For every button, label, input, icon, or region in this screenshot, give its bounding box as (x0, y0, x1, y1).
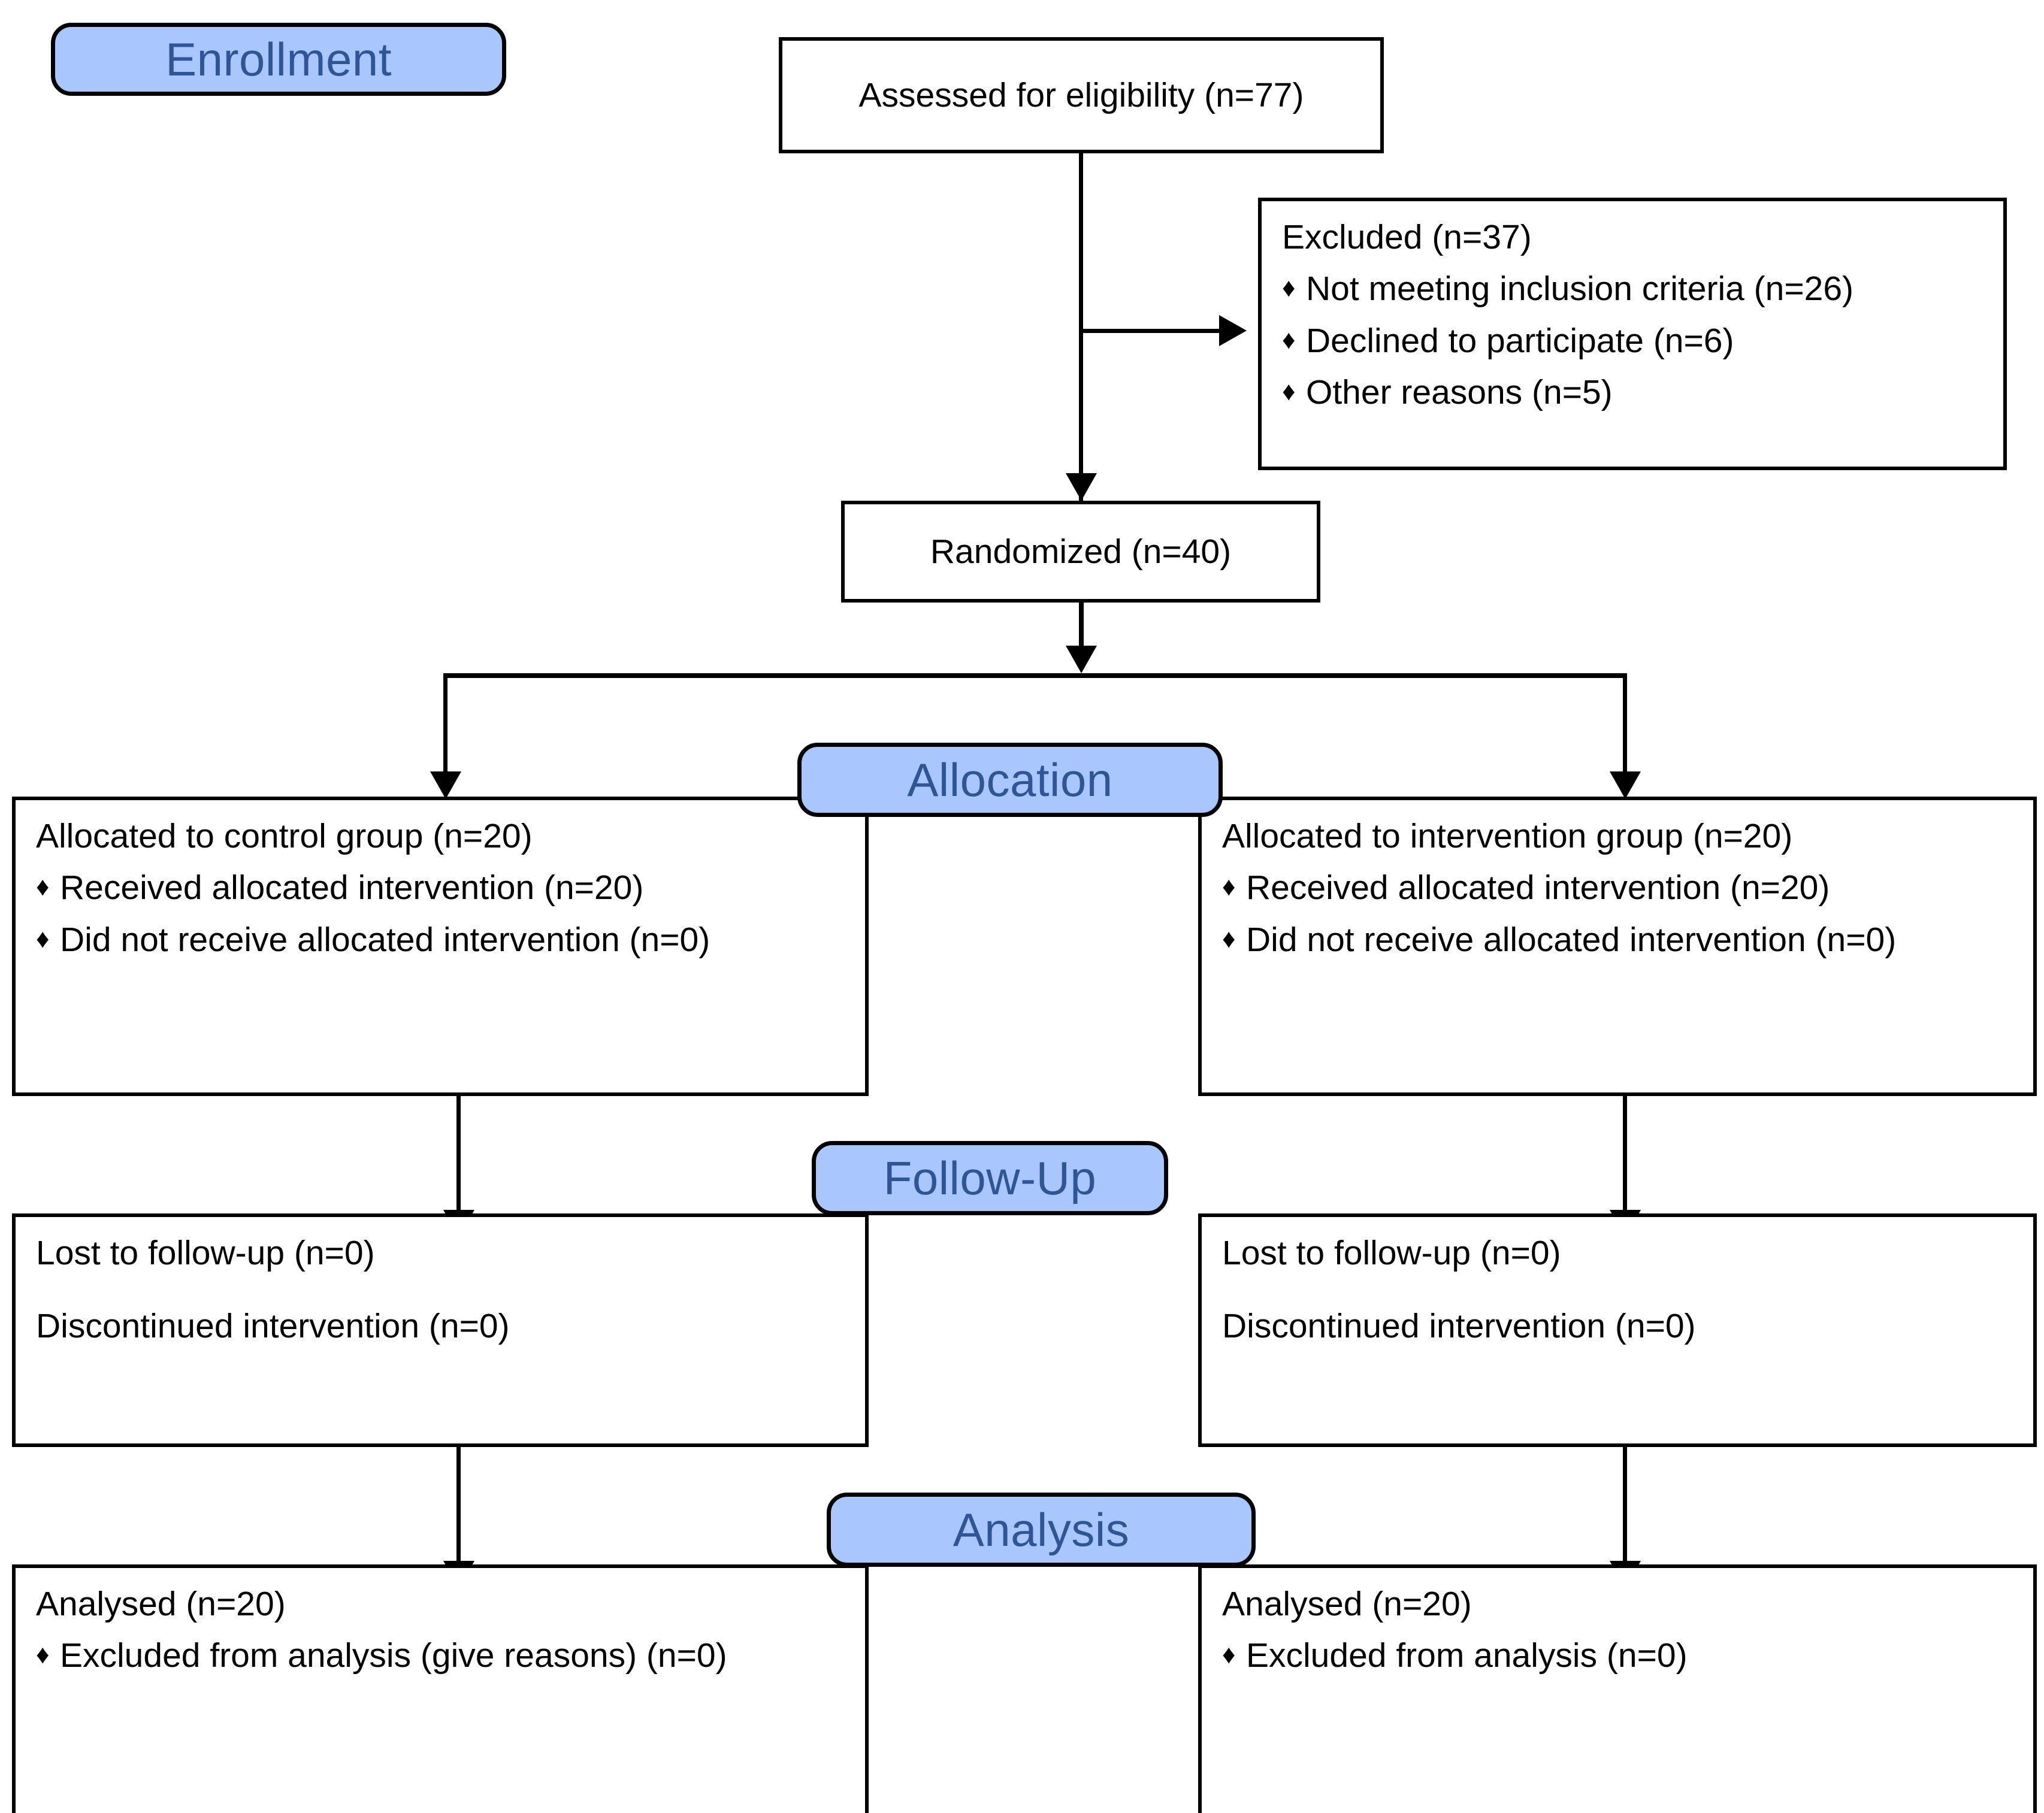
box-analysis-control: Analysed (n=20) ♦ Excluded from analysis… (12, 1564, 869, 1813)
assessed-text: Assessed for eligibility (n=77) (858, 75, 1304, 114)
excluded-reason-text: Declined to participate (n=6) (1306, 321, 1734, 360)
arrowhead-split-left (430, 771, 461, 799)
diamond-bullet-icon: ♦ (1222, 872, 1236, 902)
box-assessed-for-eligibility: Assessed for eligibility (n=77) (779, 37, 1384, 153)
allocation-right-item: Did not receive allocated intervention (… (1246, 920, 1897, 959)
allocation-right-item: Received allocated intervention (n=20) (1246, 868, 1830, 907)
connector-alloc-right-to-followup (1623, 1096, 1627, 1234)
stage-label-enrollment: Enrollment (165, 33, 392, 86)
stage-badge-followup: Follow-Up (812, 1141, 1168, 1215)
box-allocated-control: Allocated to control group (n=20) ♦ Rece… (12, 797, 869, 1096)
excluded-reason-text: Not meeting inclusion criteria (n=26) (1306, 270, 1854, 308)
diamond-bullet-icon: ♦ (1282, 273, 1296, 303)
box-followup-intervention: Lost to follow-up (n=0) Discontinued int… (1198, 1213, 2037, 1447)
list-item: ♦ Other reasons (n=5) (1282, 373, 1983, 412)
arrowhead-randomized-down (1066, 646, 1097, 673)
list-item: ♦ Received allocated intervention (n=20) (1222, 870, 2013, 906)
box-excluded: Excluded (n=37) ♦ Not meeting inclusion … (1258, 198, 2007, 470)
followup-right-lost: Lost to follow-up (n=0) (1222, 1234, 1561, 1272)
analysis-left-heading: Analysed (n=20) (36, 1585, 286, 1623)
diamond-bullet-icon: ♦ (1282, 325, 1296, 355)
split-bar-randomized (443, 673, 1627, 678)
allocation-right-heading: Allocated to intervention group (n=20) (1222, 817, 1793, 855)
box-analysis-intervention: Analysed (n=20) ♦ Excluded from analysis… (1198, 1564, 2037, 1813)
diamond-bullet-icon: ♦ (36, 1640, 50, 1670)
list-item: ♦ Excluded from analysis (n=0) (1222, 1636, 2013, 1675)
arrowhead-to-excluded (1219, 315, 1247, 346)
randomized-text: Randomized (n=40) (930, 532, 1232, 571)
connector-followup-right-to-analysis (1623, 1447, 1627, 1585)
stage-badge-allocation: Allocation (797, 743, 1223, 817)
allocation-left-heading: Allocated to control group (n=20) (36, 817, 533, 855)
connector-to-excluded (1079, 329, 1223, 333)
excluded-heading: Excluded (n=37) (1282, 218, 1532, 256)
excluded-reason-text: Other reasons (n=5) (1306, 373, 1613, 412)
list-item: ♦ Did not receive allocated intervention… (1222, 920, 2013, 959)
followup-left-discontinued: Discontinued intervention (n=0) (36, 1307, 510, 1346)
arrowhead-split-right (1610, 771, 1641, 799)
stage-label-followup: Follow-Up (883, 1152, 1097, 1204)
arrowhead-assessed-to-randomized (1066, 473, 1097, 501)
list-item: ♦ Declined to participate (n=6) (1282, 321, 1983, 360)
box-followup-control: Lost to follow-up (n=0) Discontinued int… (12, 1213, 869, 1447)
list-item: ♦ Received allocated intervention (n=20) (36, 870, 845, 906)
stage-badge-enrollment: Enrollment (51, 23, 506, 96)
box-randomized: Randomized (n=40) (841, 501, 1320, 603)
diamond-bullet-icon: ♦ (1222, 1640, 1236, 1670)
stage-label-allocation: Allocation (907, 753, 1113, 806)
connector-randomized-down (1079, 603, 1084, 662)
diamond-bullet-icon: ♦ (1222, 924, 1236, 954)
connector-split-left (443, 673, 447, 793)
allocation-left-item: Received allocated intervention (n=20) (60, 868, 644, 907)
connector-split-right (1623, 673, 1627, 793)
connector-followup-left-to-analysis (456, 1447, 461, 1585)
diamond-bullet-icon: ♦ (1282, 377, 1296, 407)
followup-right-discontinued: Discontinued intervention (n=0) (1222, 1307, 1696, 1346)
box-allocated-intervention: Allocated to intervention group (n=20) ♦… (1198, 797, 2037, 1096)
analysis-left-item: Excluded from analysis (give reasons) (n… (60, 1636, 727, 1675)
analysis-right-item: Excluded from analysis (n=0) (1246, 1636, 1688, 1675)
stage-label-analysis: Analysis (953, 1503, 1130, 1556)
list-item: ♦ Not meeting inclusion criteria (n=26) (1282, 271, 1983, 307)
allocation-left-item: Did not receive allocated intervention (… (60, 920, 710, 959)
diamond-bullet-icon: ♦ (36, 924, 50, 954)
connector-assessed-to-randomized (1079, 153, 1083, 501)
connector-alloc-left-to-followup (456, 1096, 461, 1234)
list-item: ♦ Did not receive allocated intervention… (36, 920, 845, 959)
list-item: ♦ Excluded from analysis (give reasons) … (36, 1636, 845, 1675)
stage-badge-analysis: Analysis (827, 1493, 1256, 1567)
analysis-right-heading: Analysed (n=20) (1222, 1585, 1472, 1623)
diamond-bullet-icon: ♦ (36, 872, 50, 902)
followup-left-lost: Lost to follow-up (n=0) (36, 1234, 375, 1272)
